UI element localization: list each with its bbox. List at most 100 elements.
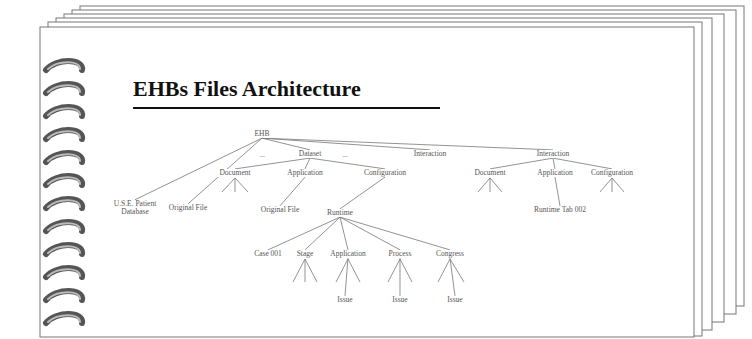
tree-branch	[345, 258, 348, 296]
node-label: Issue	[447, 296, 462, 304]
node-label: EHB	[255, 130, 270, 138]
spiral-coil	[46, 84, 82, 93]
spiral-highlight	[48, 292, 80, 299]
tree-node: Document	[473, 169, 506, 177]
spiral-coil	[46, 130, 82, 139]
spiral-highlight	[48, 62, 80, 69]
spiral-coil	[46, 268, 82, 277]
node-label: Configuration	[591, 169, 633, 177]
tree-branch	[135, 138, 262, 200]
spiral-highlight	[48, 85, 80, 92]
tree-branch	[553, 158, 555, 169]
tree-node: Application	[286, 169, 323, 177]
spiral-coil	[46, 314, 82, 323]
tree-node: EHB	[254, 130, 271, 138]
page-stack	[40, 6, 744, 337]
tree-node: Application	[536, 169, 573, 177]
tree-node: Application	[329, 250, 366, 258]
tree-branch	[268, 217, 340, 250]
tree-node: Stage	[296, 250, 315, 258]
node-label: Interaction	[537, 150, 569, 158]
tree-node: Runtime	[326, 209, 354, 217]
node-label: Process	[389, 250, 412, 258]
tree-node: Configuration	[590, 169, 634, 177]
tree-node: Congress	[435, 250, 465, 258]
ellipsis-label: ...	[258, 150, 266, 159]
node-label: Original File	[169, 204, 208, 212]
tree-node: U.S.E. Patient Database	[110, 200, 160, 217]
tree-node: Issue	[446, 296, 463, 304]
node-label: Runtime Tab 002	[534, 206, 586, 214]
node-label: Application	[287, 169, 322, 177]
tree-node: Configuration	[363, 169, 407, 177]
spiral-coil	[46, 199, 82, 208]
tree-branch	[305, 158, 310, 169]
node-label: Stage	[297, 250, 314, 258]
node-label: Congress	[436, 250, 464, 258]
ellipsis-label: ...	[341, 150, 349, 159]
tree-node: Original File	[260, 206, 301, 214]
spiral-coil	[46, 291, 82, 300]
tree-branch	[340, 217, 450, 250]
node-label: Original File	[261, 206, 300, 214]
node-label: Document	[219, 169, 250, 177]
spiral-coil	[46, 107, 82, 116]
tree-node: Runtime Tab 002	[533, 206, 587, 214]
spiral-coil	[46, 245, 82, 254]
spiral-highlight	[48, 269, 80, 276]
tree-branch	[340, 217, 400, 250]
node-label: Configuration	[364, 169, 406, 177]
node-label: Issue	[392, 296, 407, 304]
spiral-coil	[46, 176, 82, 185]
tree-node: Issue	[391, 296, 408, 304]
tree-branch	[340, 217, 348, 250]
spiral-highlight	[48, 246, 80, 253]
node-label: Document	[474, 169, 505, 177]
tree-node: Interaction	[413, 150, 447, 158]
spiral-highlight	[48, 200, 80, 207]
spiral-highlight	[48, 177, 80, 184]
tree-node: Process	[388, 250, 413, 258]
tree-node: Issue	[336, 296, 353, 304]
node-label: Dataset	[299, 150, 322, 158]
spiral-coil	[46, 222, 82, 231]
tree-branch	[450, 258, 455, 296]
node-label: Application	[330, 250, 365, 258]
tree-node: Dataset	[298, 150, 323, 158]
tree-node: Original File	[168, 204, 209, 212]
node-label: Application	[537, 169, 572, 177]
branch-fan	[293, 259, 317, 282]
tree-node: Document	[218, 169, 251, 177]
tree-branch	[235, 158, 310, 169]
spiral-binding	[46, 61, 82, 323]
branch-fan	[438, 259, 464, 282]
spiral-highlight	[48, 108, 80, 115]
branch-fan	[222, 178, 248, 192]
spiral-highlight	[48, 131, 80, 138]
node-label: Issue	[337, 296, 352, 304]
tree-branch	[555, 177, 560, 206]
tree-branch	[280, 177, 305, 206]
tree-node: Case 001	[253, 250, 283, 258]
front-page	[40, 27, 694, 337]
spiral-highlight	[48, 154, 80, 161]
node-label: Interaction	[414, 150, 446, 158]
node-label: Case 001	[254, 250, 282, 258]
node-label: U.S.E. Patient Database	[111, 200, 159, 217]
spiral-coil	[46, 153, 82, 162]
tree-node: Interaction	[536, 150, 570, 158]
node-label: Runtime	[327, 209, 353, 217]
tree-branch	[490, 158, 553, 169]
spiral-highlight	[48, 315, 80, 322]
spiral-highlight	[48, 223, 80, 230]
title-underline	[133, 107, 440, 109]
tree-branch	[310, 158, 385, 169]
tree-branch	[399, 258, 400, 296]
slide-title: EHBs Files Architecture	[133, 76, 361, 102]
branch-fan	[600, 178, 624, 192]
spiral-coil	[46, 61, 82, 70]
tree-branch	[340, 177, 385, 209]
open-branches	[222, 178, 624, 282]
tree-branch	[553, 158, 612, 169]
branch-fan	[478, 178, 502, 192]
